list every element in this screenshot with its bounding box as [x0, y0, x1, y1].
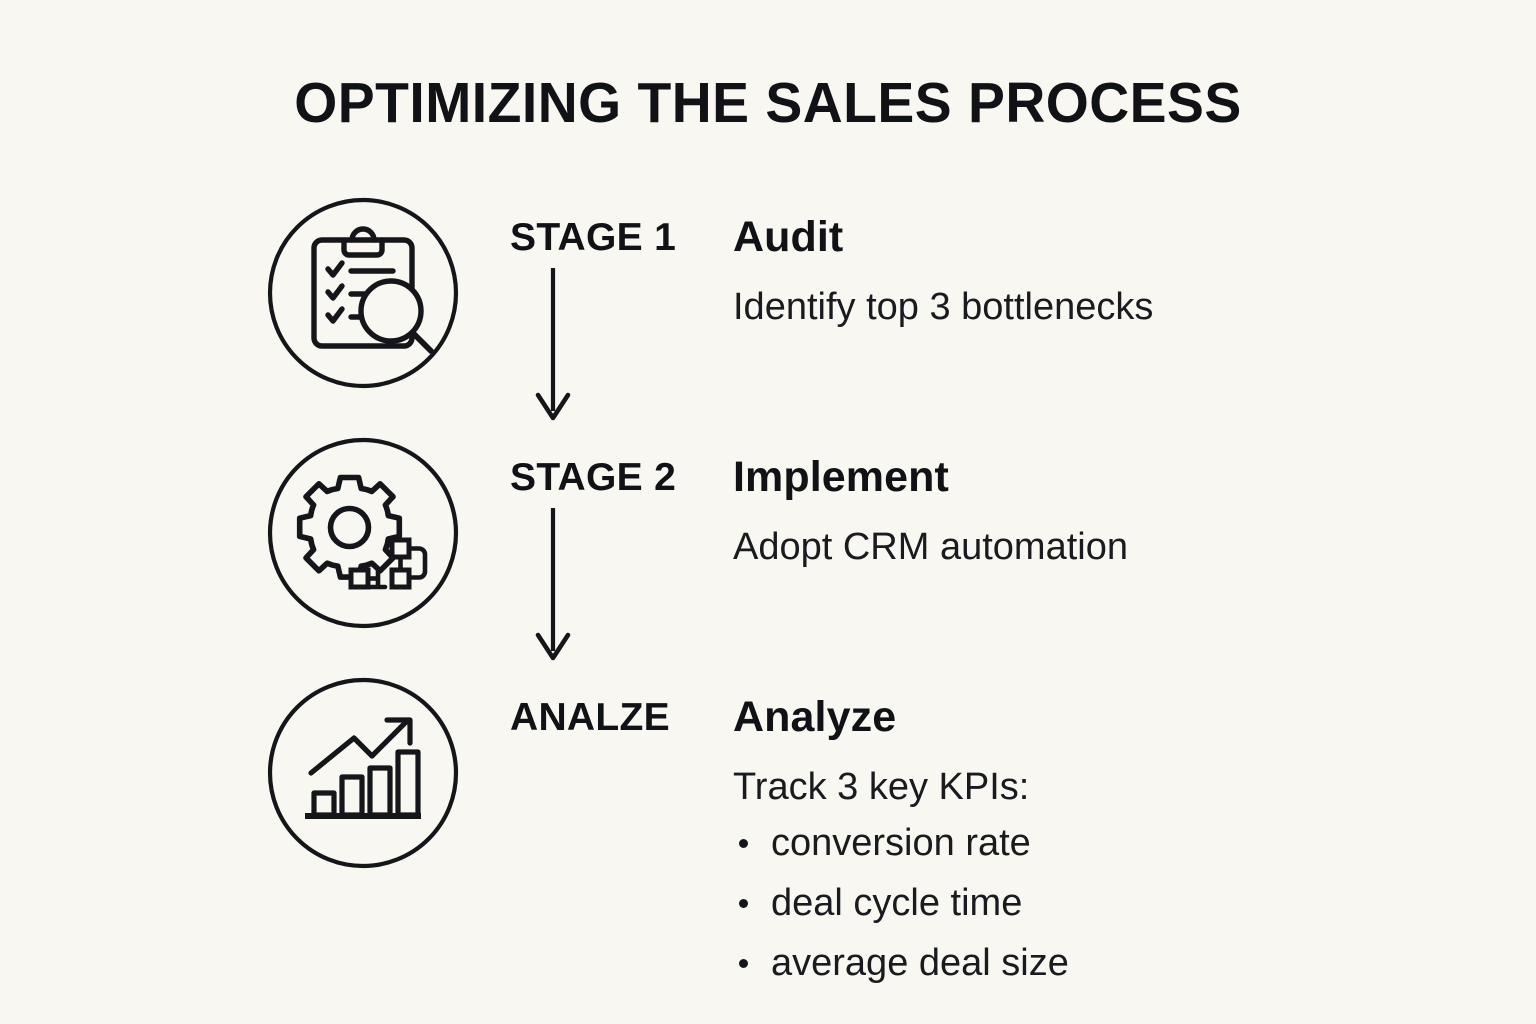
arrow-stage2-to-stage3: [528, 508, 578, 664]
list-item-label: average deal size: [771, 942, 1069, 984]
down-arrow-icon: [535, 508, 571, 661]
stage-1-description: Identify top 3 bottlenecks: [733, 286, 1154, 328]
bullet-dot-icon: [739, 899, 748, 908]
trend-arrow-glyph: [308, 717, 413, 776]
list-item-label: conversion rate: [771, 822, 1031, 864]
list-item: deal cycle time: [733, 884, 1069, 922]
bullet-dot-icon: [739, 959, 748, 968]
list-item-label: deal cycle time: [771, 882, 1023, 924]
list-item: average deal size: [733, 944, 1069, 982]
stage-2-title: Implement: [733, 453, 949, 501]
stage-3-label: ANALZE: [510, 696, 670, 739]
bars-glyph: [305, 749, 421, 819]
stage-1-icon-badge: [266, 196, 460, 390]
stage-2-icon-badge: [266, 436, 460, 630]
stage-3-description: Track 3 key KPIs:: [733, 766, 1030, 808]
stage-2-label: STAGE 2: [510, 456, 677, 499]
gear-flowchart-icon: [267, 437, 459, 629]
gear-glyph: [296, 474, 403, 580]
down-arrow-icon: [535, 268, 571, 421]
kpi-bullet-list: conversion rate deal cycle time average …: [733, 824, 1069, 1004]
stage-1-title: Audit: [733, 213, 844, 261]
stage-2-description: Adopt CRM automation: [733, 526, 1128, 568]
list-item: conversion rate: [733, 824, 1069, 862]
stage-3-title: Analyze: [733, 693, 897, 741]
growth-bar-chart-arrow-icon: [267, 677, 459, 869]
page-title: OPTIMIZING THE SALES PROCESS: [294, 71, 1242, 135]
clipboard-checklist-magnifier-icon: [267, 197, 459, 389]
magnifier-glyph: [358, 278, 434, 354]
bullet-dot-icon: [739, 839, 748, 848]
flowchart-nodes-glyph: [348, 537, 428, 590]
stage-1-label: STAGE 1: [510, 216, 677, 259]
arrow-stage1-to-stage2: [528, 268, 578, 424]
stage-3-icon-badge: [266, 676, 460, 870]
